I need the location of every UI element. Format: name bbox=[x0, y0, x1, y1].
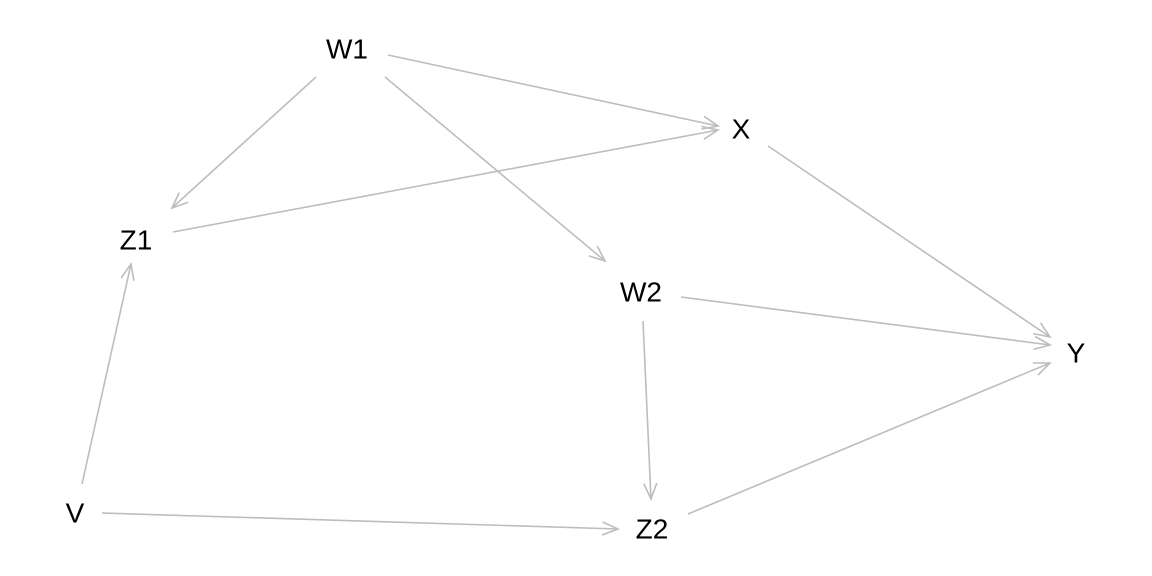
edge-line bbox=[384, 76, 606, 262]
edge-line bbox=[101, 512, 619, 530]
edge-w1-to-x bbox=[387, 54, 721, 130]
edge-line bbox=[172, 129, 719, 233]
edge-line bbox=[680, 296, 1051, 346]
arrowhead bbox=[1033, 322, 1052, 339]
node-z1: Z1 bbox=[120, 225, 153, 256]
edge-line bbox=[642, 320, 652, 500]
arrowhead bbox=[170, 192, 189, 210]
edge-w2-to-y bbox=[680, 296, 1053, 351]
edge-w1-to-w2 bbox=[384, 76, 607, 263]
arrowhead bbox=[601, 521, 621, 536]
edge-x-to-y bbox=[767, 145, 1052, 339]
edge-layer bbox=[81, 54, 1053, 536]
arrowhead bbox=[1033, 335, 1053, 351]
edge-v-to-z2 bbox=[101, 512, 621, 536]
node-x: X bbox=[732, 114, 751, 145]
node-y: Y bbox=[1067, 338, 1086, 369]
edge-line bbox=[387, 54, 719, 127]
node-w2: W2 bbox=[620, 277, 662, 308]
edge-line bbox=[767, 145, 1051, 338]
edge-v-to-z1 bbox=[81, 261, 135, 485]
edge-line bbox=[81, 263, 132, 485]
arrowhead bbox=[120, 261, 135, 281]
edge-w1-to-z1 bbox=[170, 76, 317, 210]
node-v: V bbox=[66, 498, 85, 529]
arrowhead bbox=[1033, 362, 1052, 376]
node-z2: Z2 bbox=[636, 514, 669, 545]
arrowhead bbox=[588, 245, 607, 263]
edge-line bbox=[687, 362, 1051, 515]
edge-w2-to-z2 bbox=[642, 320, 658, 502]
edge-z1-to-x bbox=[172, 125, 721, 233]
edge-z2-to-y bbox=[687, 362, 1052, 515]
arrowhead bbox=[643, 482, 658, 502]
arrowhead bbox=[701, 125, 721, 140]
node-w1: W1 bbox=[326, 34, 368, 65]
edge-line bbox=[171, 76, 317, 209]
